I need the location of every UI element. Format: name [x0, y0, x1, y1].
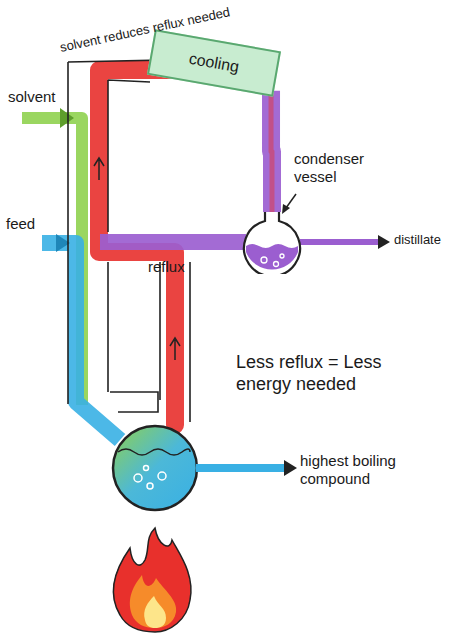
flow-arrow	[170, 338, 180, 360]
cooling-box: cooling	[147, 29, 281, 97]
flame	[113, 528, 191, 632]
reboiler-flask	[113, 426, 197, 510]
bottoms-arrowhead	[284, 460, 297, 476]
condenser-flask: condenser vessel	[242, 212, 302, 274]
stream-label: distillate	[394, 232, 452, 248]
node-label: condenser vessel	[294, 150, 390, 186]
node-text: cooling	[187, 49, 240, 77]
stream-label: feed	[6, 215, 56, 233]
flame-core	[144, 596, 166, 628]
leader-line	[286, 194, 296, 208]
return-loop	[110, 392, 158, 412]
liquid-surface	[118, 449, 190, 455]
stream-label: highest boiling compound	[300, 452, 420, 488]
distillate-arrowhead	[378, 235, 390, 249]
stream-label: reflux	[148, 258, 218, 276]
note-text: Less reflux = Less energy needed	[236, 352, 416, 395]
stream-label: solvent	[8, 88, 78, 106]
flame-inner	[130, 575, 176, 628]
distillate-outlet	[300, 239, 378, 245]
leader-arrowhead	[282, 204, 290, 214]
pipe-connector	[271, 91, 273, 212]
flask-outline	[242, 212, 302, 274]
flow-arrow	[94, 158, 104, 180]
column-outline	[68, 58, 262, 422]
bottoms-outlet	[196, 464, 284, 472]
solvent-arrowhead	[60, 108, 74, 128]
reflux-pipe	[100, 234, 246, 250]
bubbles	[134, 466, 166, 490]
